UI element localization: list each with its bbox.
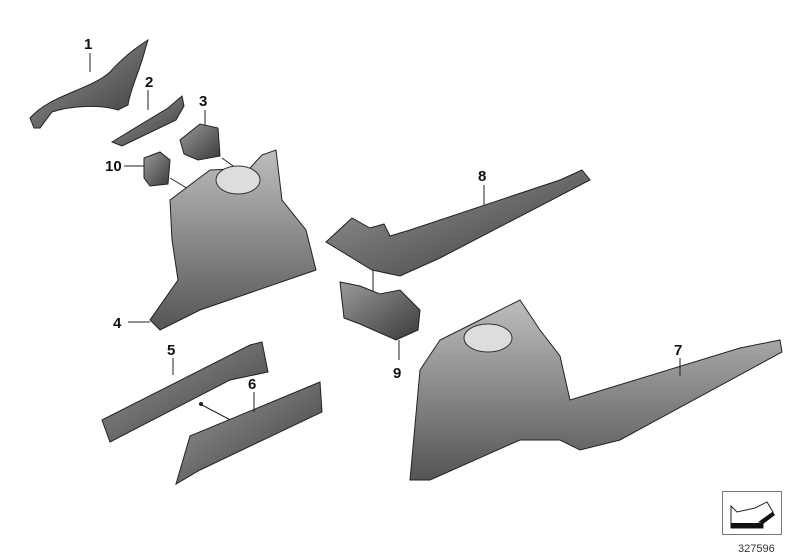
part-6-side-member[interactable] <box>175 381 323 486</box>
callout-9[interactable]: 9 <box>393 365 402 382</box>
part-9-bracket[interactable] <box>339 281 421 360</box>
callout-10[interactable]: 10 <box>105 158 122 175</box>
part-10-bracket[interactable] <box>124 151 193 193</box>
part-3-bracket[interactable] <box>179 110 239 171</box>
callout-1[interactable]: 1 <box>84 36 93 53</box>
callout-6[interactable]: 6 <box>248 376 257 393</box>
callout-7[interactable]: 7 <box>674 342 683 359</box>
diagram-number: 327596 <box>738 543 775 555</box>
callout-8[interactable]: 8 <box>478 168 487 185</box>
part-1-wheelhouse-panel[interactable] <box>29 38 149 129</box>
part-2-bracket[interactable] <box>110 90 185 147</box>
part-4-front-assembly[interactable] <box>128 149 317 331</box>
callout-4[interactable]: 4 <box>113 315 122 332</box>
callout-3[interactable]: 3 <box>199 93 208 110</box>
part-8-rail[interactable] <box>325 169 591 301</box>
callout-5[interactable]: 5 <box>167 342 176 359</box>
part-7-assembly[interactable] <box>409 299 783 481</box>
callout-2[interactable]: 2 <box>145 74 154 91</box>
arrow-navigation-icon[interactable] <box>722 491 782 535</box>
